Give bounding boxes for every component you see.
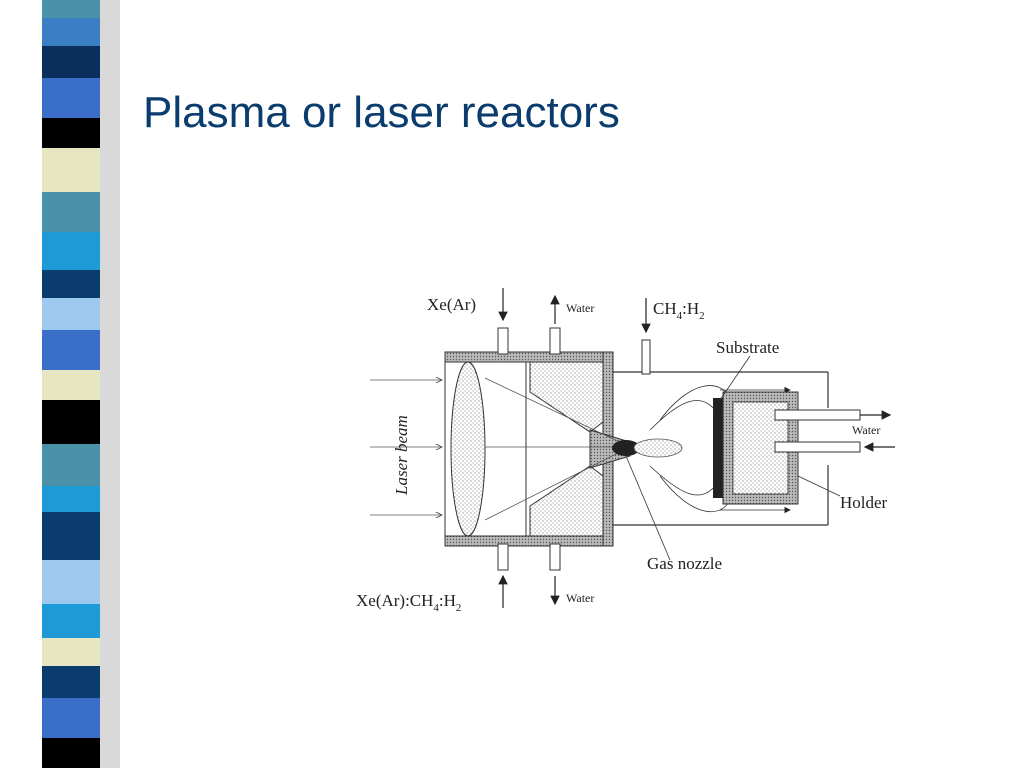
label-holder: Holder xyxy=(840,493,888,512)
label-laser-beam: Laser beam xyxy=(392,415,411,496)
plasma-core xyxy=(612,440,640,456)
label-substrate: Substrate xyxy=(716,338,779,357)
plasma-plume xyxy=(633,438,683,458)
reactor-diagram: Xe(Ar) Water CH4:H2 Substrate Laser beam… xyxy=(356,288,895,614)
holder xyxy=(713,391,861,505)
laser-beam-lines xyxy=(370,378,631,521)
bottom-ports xyxy=(497,543,561,571)
label-water-right: Water xyxy=(852,423,880,437)
label-gas-nozzle: Gas nozzle xyxy=(647,554,722,573)
nozzle-tip xyxy=(589,429,631,469)
label-water-top: Water xyxy=(566,301,594,315)
label-water-bottom: Water xyxy=(566,591,594,605)
nozzle-body-bottom xyxy=(529,465,604,537)
leader-lines xyxy=(625,355,841,561)
lens xyxy=(450,361,486,537)
nozzle-body-top xyxy=(529,361,604,433)
label-ch4-h2: CH4:H2 xyxy=(653,299,705,322)
label-xe-ar-ch4-h2: Xe(Ar):CH4:H2 xyxy=(356,591,461,614)
label-xe-ar-in: Xe(Ar) xyxy=(427,295,476,314)
slide-title: Plasma or laser reactors xyxy=(143,88,620,137)
top-ports xyxy=(497,327,651,375)
decorative-side-strip xyxy=(0,0,120,768)
